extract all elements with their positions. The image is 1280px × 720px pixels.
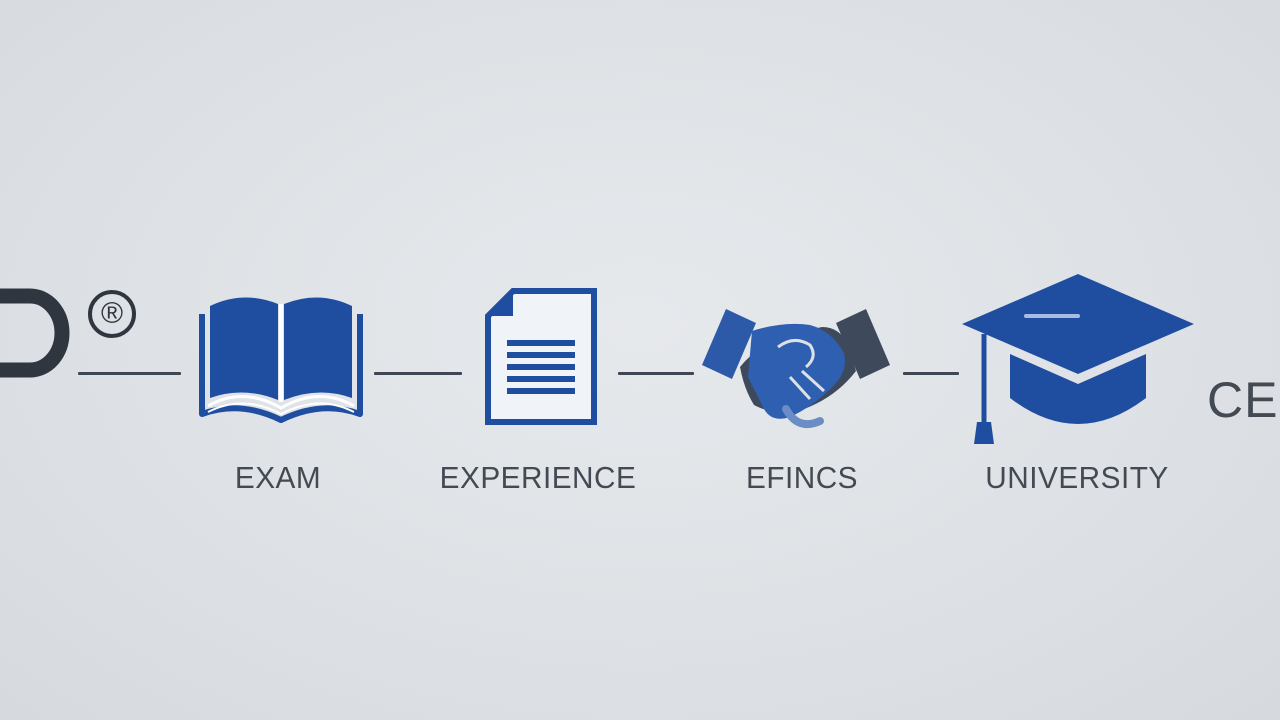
step-label-experience: EXPERIENCE xyxy=(439,460,637,495)
registered-mark: ® xyxy=(88,290,136,338)
step-label-exam: EXAM xyxy=(234,460,322,495)
graduation-cap-icon xyxy=(962,274,1194,444)
connector-line xyxy=(618,372,694,375)
logo-letter-fragment-icon xyxy=(0,288,70,378)
connector-line xyxy=(374,372,462,375)
step-label-efincs: EFINCS xyxy=(745,460,859,495)
connector-line xyxy=(903,372,959,375)
trailing-text: CE xyxy=(1207,372,1279,428)
step-label-university: UNIVERSITY xyxy=(985,460,1169,495)
document-icon xyxy=(485,288,597,425)
connector-line xyxy=(78,372,181,375)
handshake-icon xyxy=(702,309,890,428)
open-book-icon xyxy=(199,297,363,423)
